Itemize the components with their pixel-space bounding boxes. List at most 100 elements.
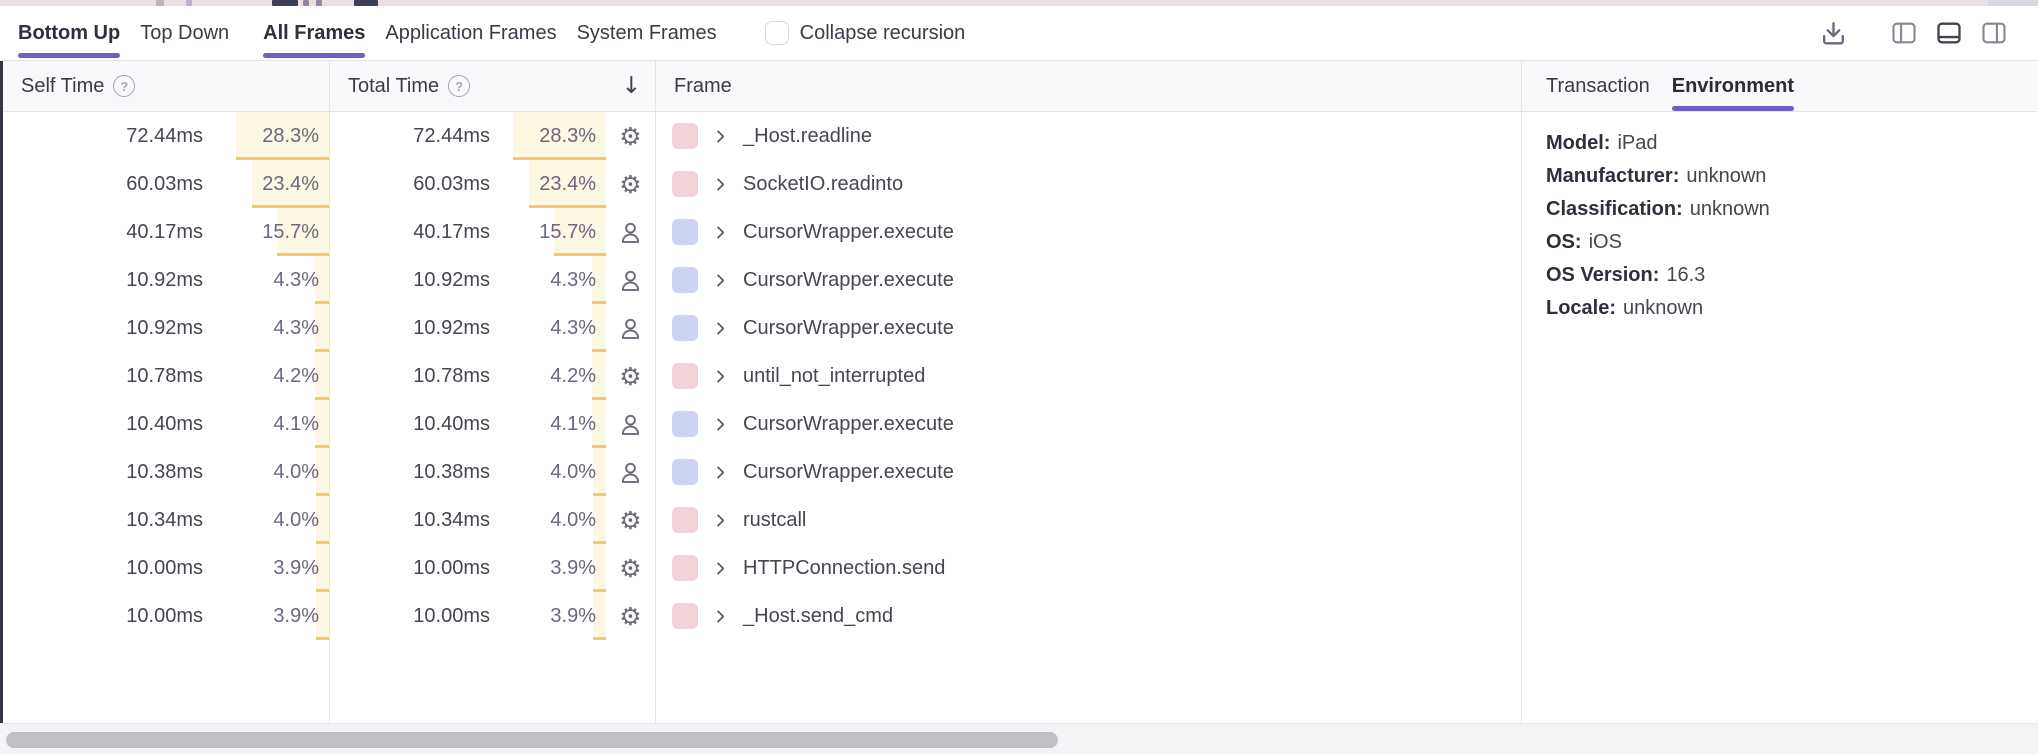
horizontal-scrollbar-track[interactable] [0, 723, 2038, 754]
percent-fill-bar [592, 304, 606, 352]
total-time-percent: 4.3% [550, 268, 596, 291]
frame-row[interactable]: CursorWrapper.execute [656, 400, 1521, 448]
self-time-row[interactable]: 10.78ms 4.2% [3, 352, 329, 400]
tab-all-frames[interactable]: All Frames [263, 6, 366, 60]
frame-row[interactable]: _Host.readline [656, 112, 1521, 160]
chevron-right-icon[interactable] [711, 223, 730, 242]
self-time-row[interactable]: 10.38ms 4.0% [3, 448, 329, 496]
self-time-percent-bar: 15.7% [229, 208, 329, 256]
chevron-right-icon[interactable] [711, 319, 730, 338]
percent-fill-bar [316, 544, 329, 592]
self-time-row[interactable]: 10.92ms 4.3% [3, 256, 329, 304]
field-value: unknown [1623, 297, 1704, 319]
self-time-column: Self Time ? 72.44ms 28.3% 60.03ms 23.4% … [3, 61, 330, 723]
chevron-right-icon[interactable] [711, 415, 730, 434]
frame-color-chip [672, 315, 698, 341]
tab-system-frames[interactable]: System Frames [577, 6, 717, 60]
help-icon[interactable]: ? [113, 75, 136, 97]
chevron-right-icon[interactable] [711, 127, 730, 146]
self-time-percent: 4.0% [273, 508, 319, 531]
detail-field-os: OS:iOS [1546, 226, 2018, 259]
detail-field-classification: Classification:unknown [1546, 193, 2018, 226]
percent-fill-bar [593, 544, 606, 592]
help-icon[interactable]: ? [448, 75, 471, 97]
tab-top-down[interactable]: Top Down [140, 6, 229, 60]
collapse-recursion-checkbox[interactable] [764, 21, 789, 45]
frame-name: CursorWrapper.execute [743, 220, 954, 243]
sort-descending-icon[interactable]: ↓ [621, 73, 641, 99]
horizontal-scrollbar-thumb[interactable] [6, 732, 1058, 748]
field-value: iOS [1588, 231, 1622, 253]
frame-header[interactable]: Frame [656, 61, 1521, 112]
percent-fill-bar [315, 304, 329, 352]
total-time-row[interactable]: 10.92ms 4.3% ⚙ [330, 256, 655, 304]
self-time-row[interactable]: 10.00ms 3.9% [3, 592, 329, 640]
collapse-recursion-control[interactable]: Collapse recursion [764, 21, 965, 45]
self-time-row[interactable]: 40.17ms 15.7% [3, 208, 329, 256]
frame-row[interactable]: SocketIO.readinto [656, 160, 1521, 208]
chevron-right-icon[interactable] [711, 463, 730, 482]
self-time-row[interactable]: 10.92ms 4.3% [3, 304, 329, 352]
self-time-header[interactable]: Self Time ? [3, 61, 329, 112]
total-time-row[interactable]: 40.17ms 15.7% ⚙ [330, 208, 655, 256]
field-label: Classification: [1546, 198, 1683, 220]
self-time-row[interactable]: 60.03ms 23.4% [3, 160, 329, 208]
total-time-row[interactable]: 10.00ms 3.9% ⚙ [330, 544, 655, 592]
total-time-row[interactable]: 60.03ms 23.4% ⚙ [330, 160, 655, 208]
self-time-row[interactable]: 72.44ms 28.3% [3, 112, 329, 160]
chevron-right-icon[interactable] [711, 559, 730, 578]
details-panel: Transaction Environment Model:iPad Manuf… [1522, 61, 2038, 723]
self-time-percent: 4.3% [273, 316, 319, 339]
environment-details: Model:iPad Manufacturer:unknown Classifi… [1522, 112, 2038, 325]
frame-row[interactable]: CursorWrapper.execute [656, 208, 1521, 256]
tab-bottom-up[interactable]: Bottom Up [18, 6, 121, 60]
chevron-right-icon[interactable] [711, 511, 730, 530]
chevron-right-icon[interactable] [711, 271, 730, 290]
total-time-row[interactable]: 10.38ms 4.0% ⚙ [330, 448, 655, 496]
percent-fill-bar [315, 352, 329, 400]
frame-row[interactable]: CursorWrapper.execute [656, 304, 1521, 352]
self-time-row[interactable]: 10.40ms 4.1% [3, 400, 329, 448]
minimap-chip [186, 0, 192, 6]
total-time-percent: 4.0% [550, 460, 596, 483]
total-time-row[interactable]: 72.44ms 28.3% ⚙ [330, 112, 655, 160]
total-time-percent: 4.2% [550, 364, 596, 387]
frame-type-cell: ⚙ [606, 496, 655, 544]
frame-row[interactable]: _Host.send_cmd [656, 592, 1521, 640]
tab-label: Top Down [140, 21, 230, 44]
person-icon [621, 462, 640, 483]
tab-application-frames[interactable]: Application Frames [385, 6, 556, 60]
total-time-percent-bar: 4.3% [504, 256, 606, 304]
frame-name: HTTPConnection.send [743, 556, 946, 579]
frame-row[interactable]: HTTPConnection.send [656, 544, 1521, 592]
field-value: 16.3 [1666, 264, 1706, 286]
chevron-right-icon[interactable] [711, 367, 730, 386]
frame-row[interactable]: until_not_interrupted [656, 352, 1521, 400]
layout-dock-bottom-icon[interactable] [1935, 19, 1963, 47]
total-time-row[interactable]: 10.34ms 4.0% ⚙ [330, 496, 655, 544]
total-time-percent: 3.9% [550, 604, 596, 627]
total-time-row[interactable]: 10.78ms 4.2% ⚙ [330, 352, 655, 400]
total-time-row[interactable]: 10.40ms 4.1% ⚙ [330, 400, 655, 448]
frame-row[interactable]: rustcall [656, 496, 1521, 544]
total-time-percent: 4.3% [550, 316, 596, 339]
percent-fill-bar [593, 592, 606, 640]
layout-dock-right-icon[interactable] [1980, 19, 2008, 47]
chevron-right-icon[interactable] [711, 607, 730, 626]
self-time-row[interactable]: 10.00ms 3.9% [3, 544, 329, 592]
total-time-row[interactable]: 10.00ms 3.9% ⚙ [330, 592, 655, 640]
frame-type-cell: ⚙ [606, 304, 655, 352]
total-time-percent: 23.4% [539, 172, 596, 195]
total-time-value: 10.78ms [413, 364, 490, 387]
layout-dock-left-icon[interactable] [1890, 19, 1918, 47]
tab-transaction[interactable]: Transaction [1546, 61, 1650, 111]
tab-environment[interactable]: Environment [1671, 61, 1795, 111]
person-icon [621, 270, 640, 291]
total-time-row[interactable]: 10.92ms 4.3% ⚙ [330, 304, 655, 352]
frame-row[interactable]: CursorWrapper.execute [656, 448, 1521, 496]
frame-row[interactable]: CursorWrapper.execute [656, 256, 1521, 304]
total-time-header[interactable]: Total Time ? ↓ [330, 61, 655, 112]
self-time-row[interactable]: 10.34ms 4.0% [3, 496, 329, 544]
download-icon[interactable] [1818, 18, 1849, 49]
chevron-right-icon[interactable] [711, 175, 730, 194]
